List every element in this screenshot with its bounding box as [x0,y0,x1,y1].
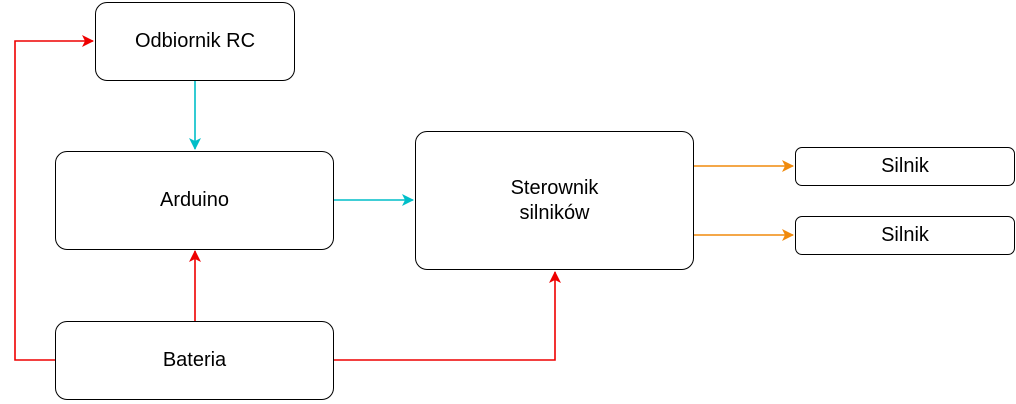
node-sterownik-silnikow: Sterownik silników [415,131,694,270]
node-arduino-label: Arduino [160,189,229,211]
edge-bateria-to-odbiornik [14,35,94,361]
node-silnik-1-label: Silnik [881,155,929,177]
node-silnik-1: Silnik [795,147,1015,186]
node-arduino: Arduino [55,151,334,250]
node-odbiornik-rc: Odbiornik RC [95,2,295,81]
node-sterownik-silnikow-label: Sterownik silników [510,176,599,224]
edge-bateria-to-sterownik [334,271,561,361]
node-bateria-label: Bateria [162,349,227,371]
node-bateria: Bateria [55,321,334,400]
node-silnik-2: Silnik [795,216,1015,255]
node-silnik-2-label: Silnik [881,224,929,246]
node-odbiornik-rc-label: Odbiornik RC [134,30,256,52]
